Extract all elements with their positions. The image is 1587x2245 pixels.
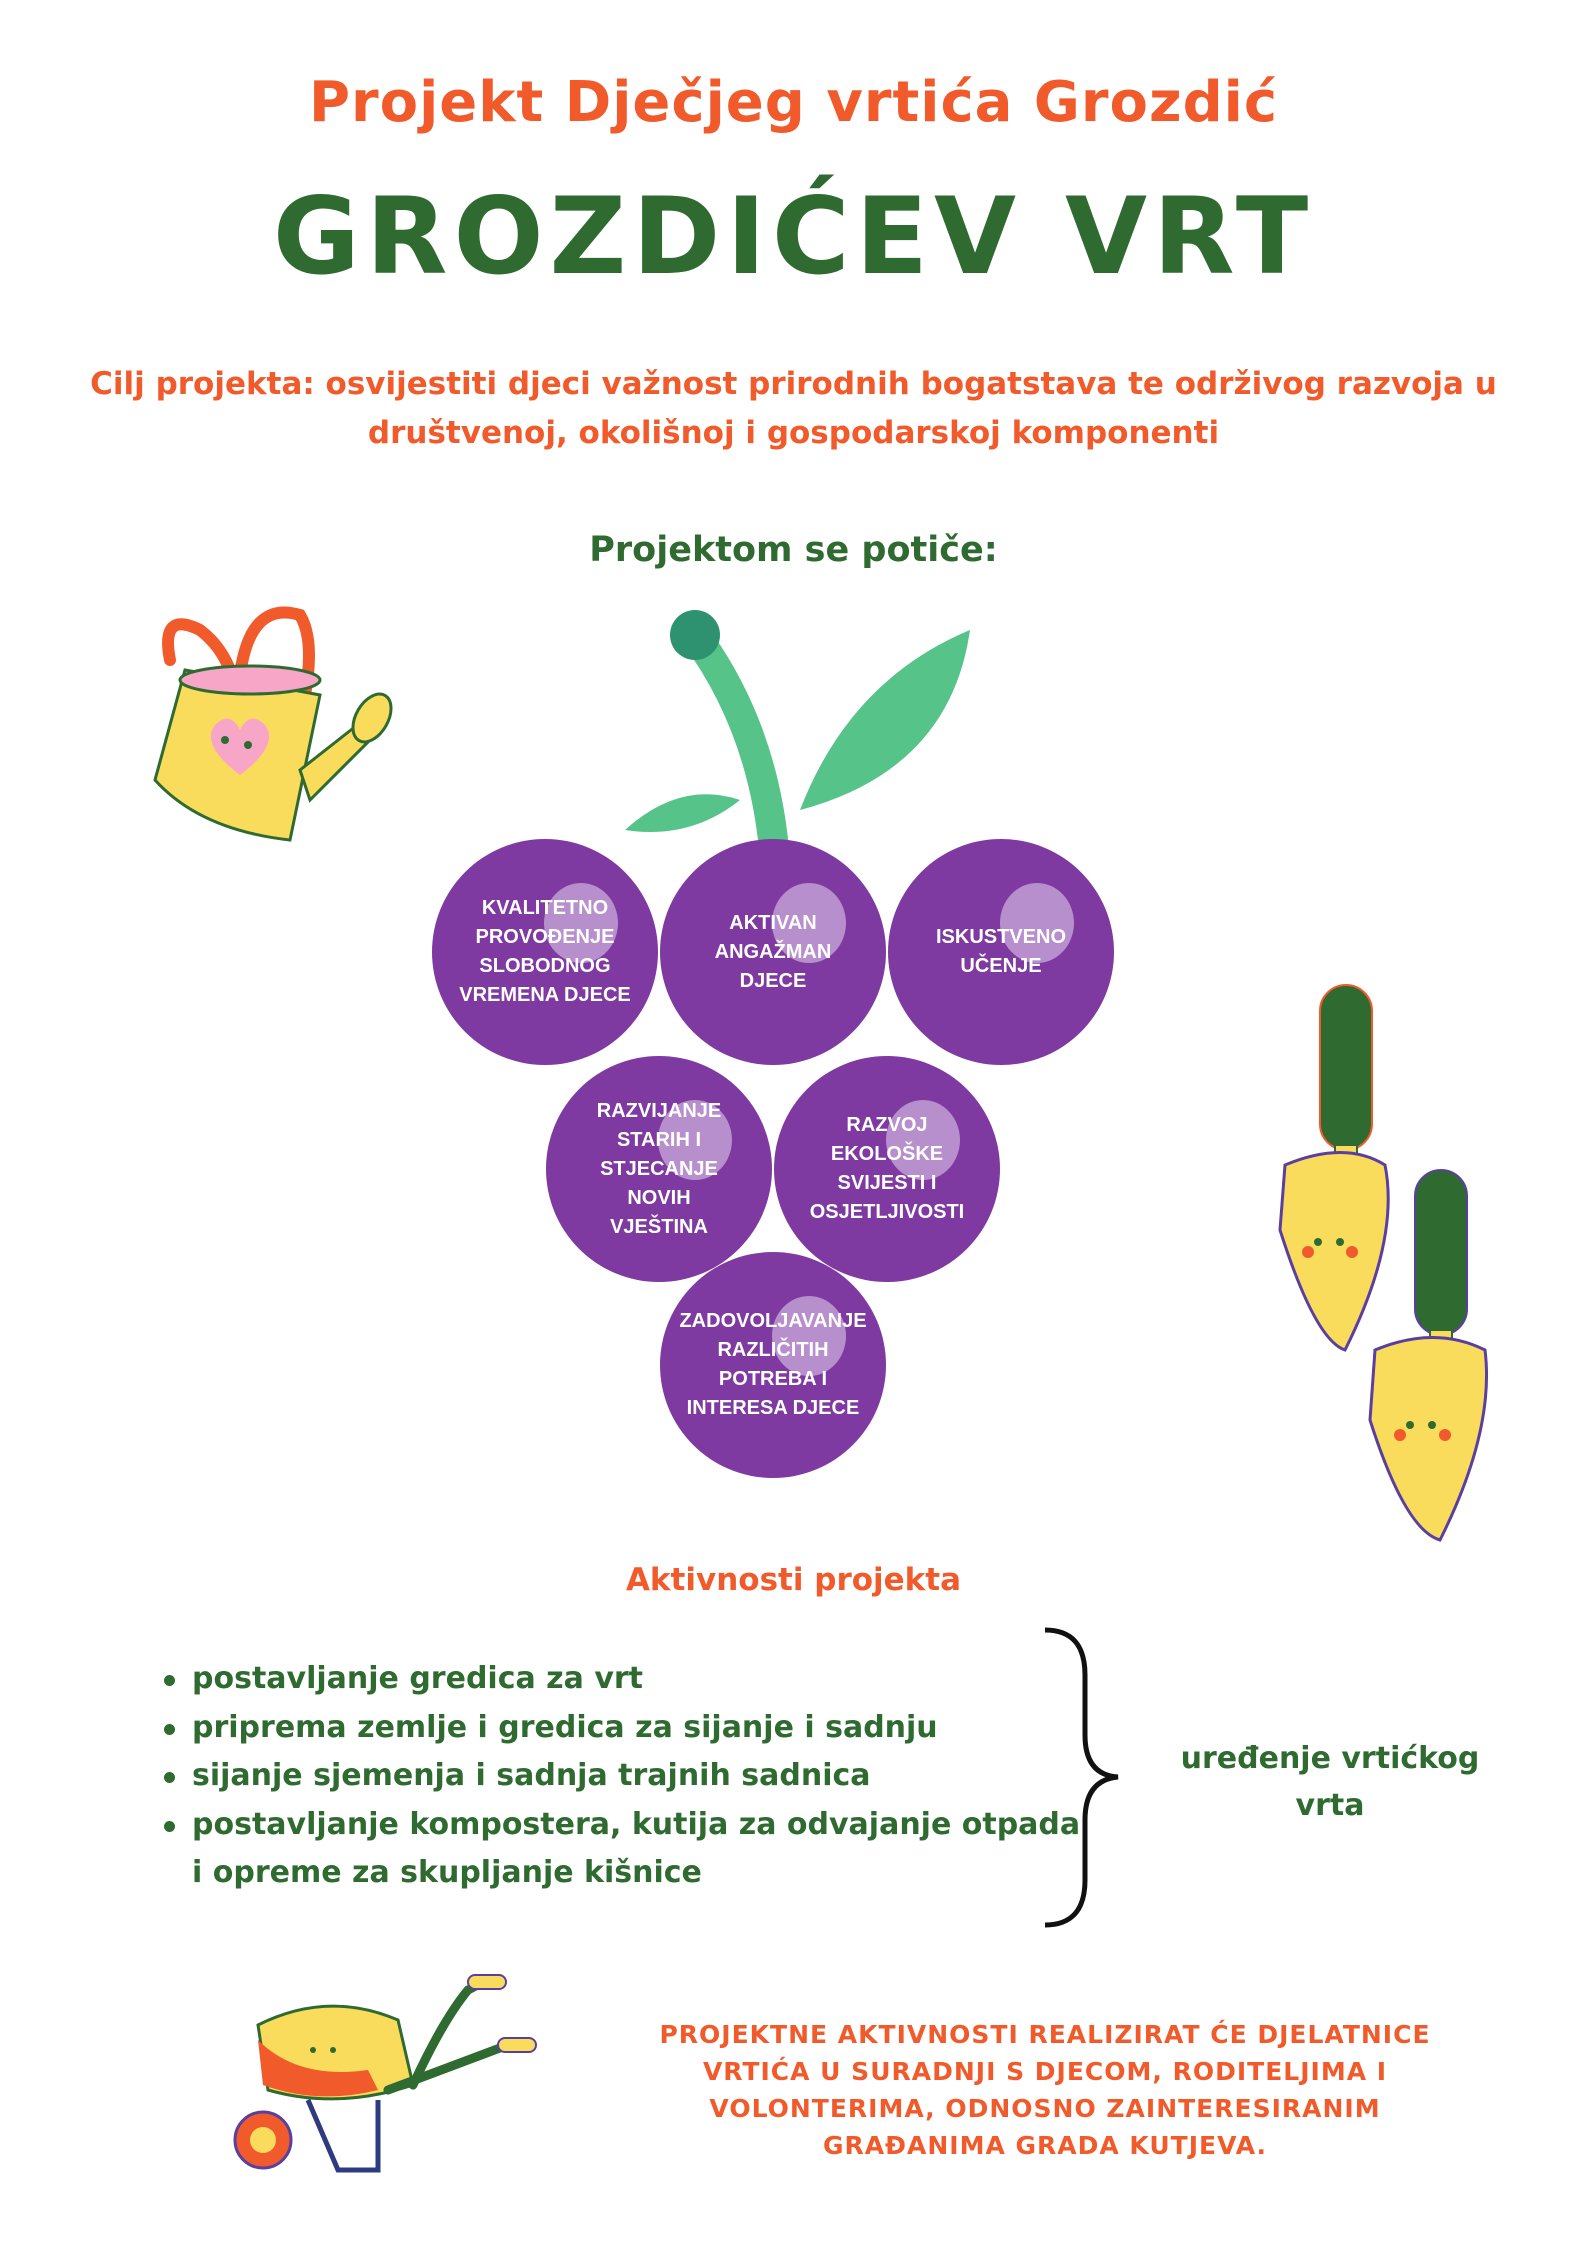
result-line: uređenje vrtićkog — [1180, 1741, 1480, 1776]
grape-label: AKTIVAN ANGAŽMAN DJECE — [714, 911, 832, 992]
list-item: sijanje sjemenja i sadnja trajnih sadnic… — [160, 1752, 1080, 1801]
footer-line: VOLONTERIMA, ODNOSNO ZAINTERESIRANIM — [709, 2094, 1381, 2123]
activities-result: uređenje vrtićkog vrta — [1150, 1735, 1510, 1829]
grape-item: KVALITETNO PROVOĐENJE SLOBODNOG VREMENA … — [432, 839, 658, 1065]
curly-brace — [1044, 1627, 1119, 1928]
footer-note: PROJEKTNE AKTIVNOSTI REALIZIRAT ĆE DJELA… — [600, 2016, 1490, 2164]
project-goal: Cilj projekta: osvijestiti djeci važnost… — [80, 360, 1507, 458]
encouraged-heading: Projektom se potiče: — [589, 530, 998, 570]
wheelbarrow-illustration — [233, 1974, 537, 2173]
footer-line: VRTIĆA U SURADNJI S DJECOM, RODITELJIMA … — [702, 2057, 1388, 2086]
list-item: postavljanje gredica za vrt — [160, 1655, 1080, 1704]
grape-stem-illustration — [625, 610, 970, 875]
watering-can-illustration — [153, 606, 393, 842]
grape-item: ZADOVOLJAVANJE RAZLIČITIH POTREBA I INTE… — [660, 1252, 886, 1478]
result-line: vrta — [1295, 1788, 1365, 1823]
activities-heading: Aktivnosti projekta — [625, 1562, 962, 1598]
grape-label: ISKUSTVENO UČENJE — [935, 926, 1067, 977]
goal-line: društvenoj, okolišnoj i gospodarskoj kom… — [367, 415, 1220, 451]
page-title: GROZDIĆEV VRT — [272, 175, 1315, 298]
grape-item: RAZVIJANJE STARIH I STJECANJE NOVIH VJEŠ… — [546, 1056, 772, 1282]
grape-item: RAZVOJ EKOLOŠKE SVIJESTI I OSJETLJIVOSTI — [774, 1056, 1000, 1282]
grape-label: RAZVIJANJE STARIH I STJECANJE NOVIH VJEŠ… — [596, 1099, 722, 1238]
goal-line: Cilj projekta: osvijestiti djeci važnost… — [90, 366, 1497, 402]
list-item-continuation: i opreme za skupljanje kišnice — [192, 1855, 702, 1890]
project-subtitle: Projekt Dječjeg vrtića Grozdić — [308, 70, 1279, 135]
list-item: priprema zemlje i gredica za sijanje i s… — [160, 1704, 1080, 1753]
grape-label: RAZVOJ EKOLOŠKE SVIJESTI I OSJETLJIVOSTI — [809, 1114, 965, 1223]
grape-label: KVALITETNO PROVOĐENJE SLOBODNOG VREMENA … — [459, 897, 631, 1006]
footer-line: PROJEKTNE AKTIVNOSTI REALIZIRAT ĆE DJELA… — [659, 2020, 1431, 2049]
activities-list: postavljanje gredica za vrt priprema zem… — [160, 1655, 1080, 1898]
grape-item: AKTIVAN ANGAŽMAN DJECE — [660, 839, 886, 1065]
list-item: postavljanje kompostera, kutija za odvaj… — [160, 1801, 1080, 1850]
footer-line: GRAĐANIMA GRADA KUTJEVA. — [822, 2131, 1268, 2160]
grape-label: ZADOVOLJAVANJE RAZLIČITIH POTREBA I INTE… — [679, 1310, 867, 1419]
trowels-illustration — [1278, 984, 1489, 1542]
grape-item: ISKUSTVENO UČENJE — [888, 839, 1114, 1065]
